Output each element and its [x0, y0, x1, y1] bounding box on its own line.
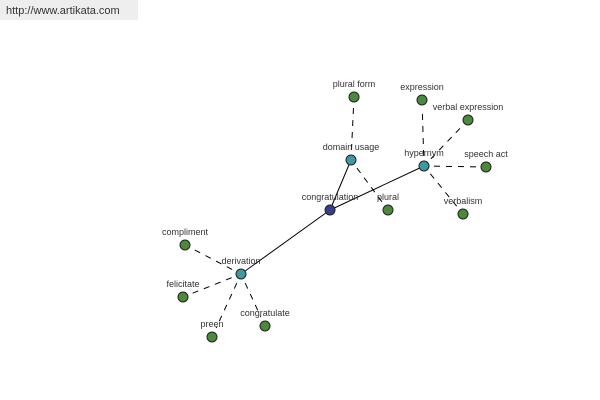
- edge-center-relation: [329, 159, 352, 211]
- leaf-label[interactable]: expression: [400, 82, 444, 92]
- leaf-label[interactable]: speech act: [464, 149, 508, 159]
- leaf-node[interactable]: [179, 239, 191, 251]
- center-node[interactable]: [324, 204, 336, 216]
- edge-center-relation: [240, 209, 331, 275]
- edge-relation-leaf: [215, 282, 238, 329]
- leaf-label[interactable]: plural: [377, 192, 399, 202]
- leaf-node[interactable]: [177, 291, 189, 303]
- leaf-node[interactable]: [348, 91, 360, 103]
- relation-label[interactable]: domain usage: [323, 142, 380, 152]
- edge-relation-leaf: [421, 109, 425, 157]
- leaf-node[interactable]: [416, 94, 428, 106]
- edge-relation-leaf: [433, 165, 477, 168]
- edge-relation-leaf: [430, 126, 462, 160]
- center-label[interactable]: congratulation: [302, 192, 359, 202]
- relation-node[interactable]: [418, 160, 430, 172]
- leaf-node[interactable]: [457, 208, 469, 220]
- leaf-label[interactable]: preen: [200, 319, 223, 329]
- leaf-node[interactable]: [206, 331, 218, 343]
- edge-center-relation: [329, 165, 425, 211]
- leaf-node[interactable]: [462, 114, 474, 126]
- leaf-label[interactable]: felicitate: [166, 279, 199, 289]
- relation-label[interactable]: derivation: [221, 256, 260, 266]
- leaf-label[interactable]: verbal expression: [433, 102, 504, 112]
- leaf-label[interactable]: compliment: [162, 227, 209, 237]
- site-url-link[interactable]: http://www.artikata.com: [0, 0, 138, 20]
- relation-node[interactable]: [235, 268, 247, 280]
- leaf-label[interactable]: verbalism: [444, 196, 483, 206]
- leaf-label[interactable]: plural form: [333, 79, 376, 89]
- leaf-label[interactable]: congratulate: [240, 308, 290, 318]
- leaf-node[interactable]: [480, 161, 492, 173]
- leaf-node[interactable]: [259, 320, 271, 332]
- leaf-node[interactable]: [382, 204, 394, 216]
- relation-node[interactable]: [345, 154, 357, 166]
- relation-label[interactable]: hypernym: [404, 148, 444, 158]
